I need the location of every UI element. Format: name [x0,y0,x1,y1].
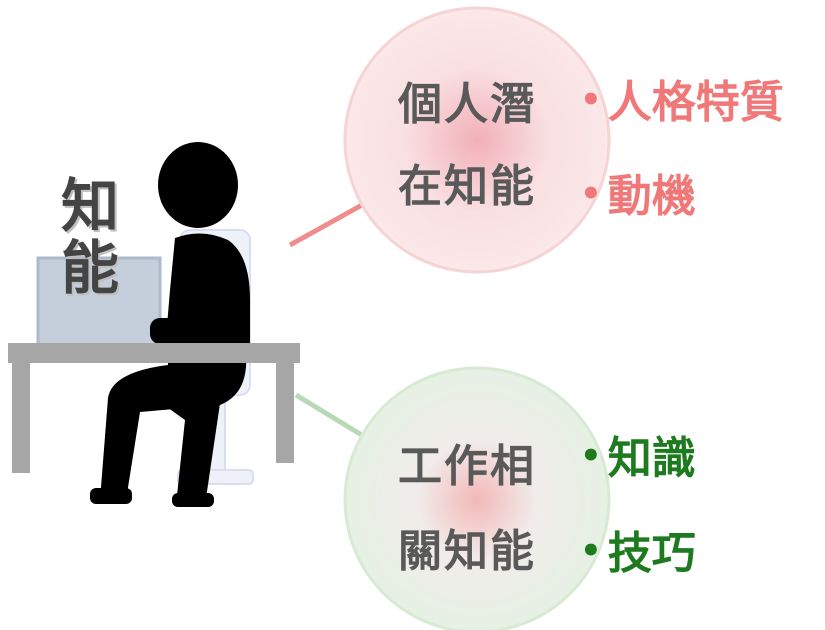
bottom-circle-line1: 工作相 [398,441,536,492]
top-connector-line [288,202,364,248]
bullet-personality: •人格特質 [580,77,784,128]
bullet-skill: •技巧 [580,528,696,579]
top-circle-line2: 在知能 [398,161,536,212]
bullet-knowledge: •知識 [580,433,696,484]
bottom-connector-line [294,392,367,440]
top-circle-line1: 個人潛 [398,79,536,130]
top-circle [343,6,611,274]
person-silhouette [90,142,250,507]
laptop-screen [36,256,162,348]
bullet-motivation: •動機 [580,171,696,222]
bullet-dot: • [580,80,602,120]
knowledge-label: 知能 [60,172,119,302]
bottom-circle-line2: 關知能 [398,526,536,577]
bullet-dot: • [580,174,602,214]
bottom-circle [343,366,611,630]
desk [8,343,300,473]
bullet-dot: • [580,436,602,476]
bullet-dot: • [580,531,602,571]
